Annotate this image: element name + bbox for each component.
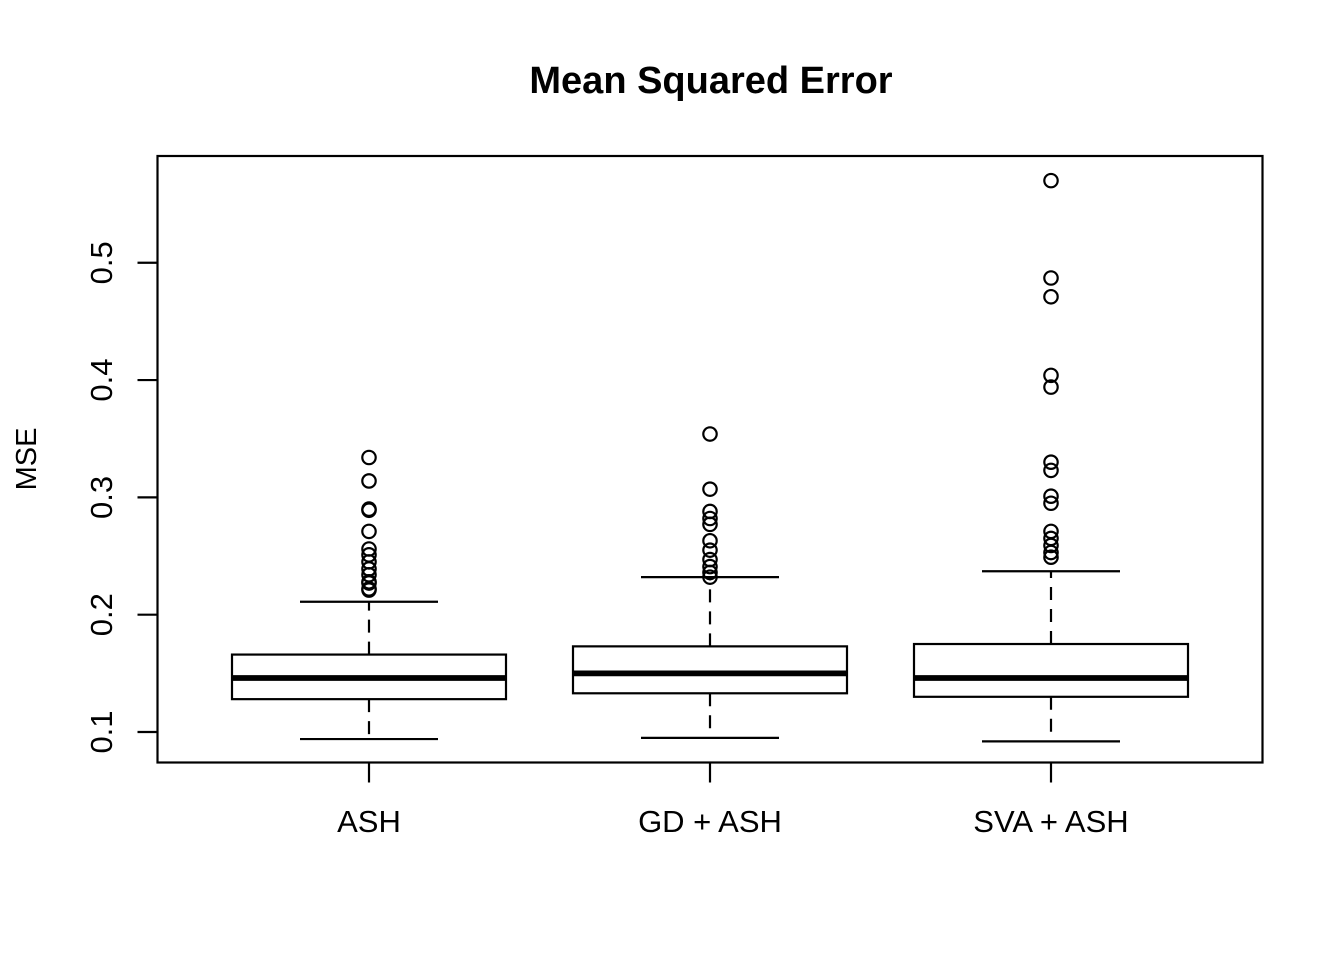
outlier-point-ash (361, 523, 377, 540)
outlier-point-sva-ash (1043, 270, 1059, 286)
y-tick-label: 0.4 (84, 359, 119, 402)
outlier-point-gd-ash (702, 426, 718, 442)
outlier-point-gd-ash (702, 564, 718, 581)
y-tick-label: 0.5 (84, 241, 119, 284)
outlier-point-gd-ash (702, 569, 718, 585)
outlier-point-sva-ash (1043, 462, 1059, 479)
outlier-point-sva-ash (1043, 288, 1059, 305)
outlier-point-ash (361, 473, 377, 489)
outlier-point-ash (361, 582, 377, 598)
category-label-ash: ASH (337, 804, 401, 839)
outlier-point-sva-ash (1043, 488, 1059, 505)
boxplot-sva-ash (912, 172, 1190, 743)
outlier-point-ash (361, 502, 377, 519)
outlier-point-gd-ash (702, 558, 718, 575)
outlier-point-sva-ash (1043, 537, 1059, 554)
outlier-point-ash (361, 449, 377, 466)
y-tick-label: 0.3 (84, 476, 119, 519)
outlier-point-sva-ash (1043, 495, 1059, 512)
category-label-gd-ash: GD + ASH (638, 804, 782, 839)
boxplot-gd-ash (571, 426, 849, 739)
category-label-sva-ash: SVA + ASH (973, 804, 1128, 839)
outlier-point-sva-ash (1043, 454, 1059, 470)
chart-title: Mean Squared Error (529, 60, 892, 102)
y-tick-label: 0.2 (84, 593, 119, 636)
outlier-point-sva-ash (1043, 379, 1059, 395)
y-axis-title: MSE (11, 428, 43, 491)
outlier-point-gd-ash (702, 532, 718, 549)
outlier-point-gd-ash (702, 481, 718, 497)
outlier-point-ash (361, 575, 377, 591)
outlier-point-gd-ash (702, 516, 718, 533)
outlier-point-sva-ash (1043, 172, 1059, 189)
outlier-point-gd-ash (702, 542, 718, 558)
outlier-point-gd-ash (702, 510, 718, 527)
iqr-box-gd-ash (571, 645, 849, 695)
iqr-box-sva-ash (912, 642, 1190, 698)
y-tick-label: 0.1 (84, 710, 119, 753)
outlier-point-sva-ash (1043, 544, 1059, 561)
outlier-point-sva-ash (1043, 367, 1059, 384)
outlier-point-sva-ash (1043, 549, 1059, 566)
boxplot-ash (230, 449, 508, 741)
